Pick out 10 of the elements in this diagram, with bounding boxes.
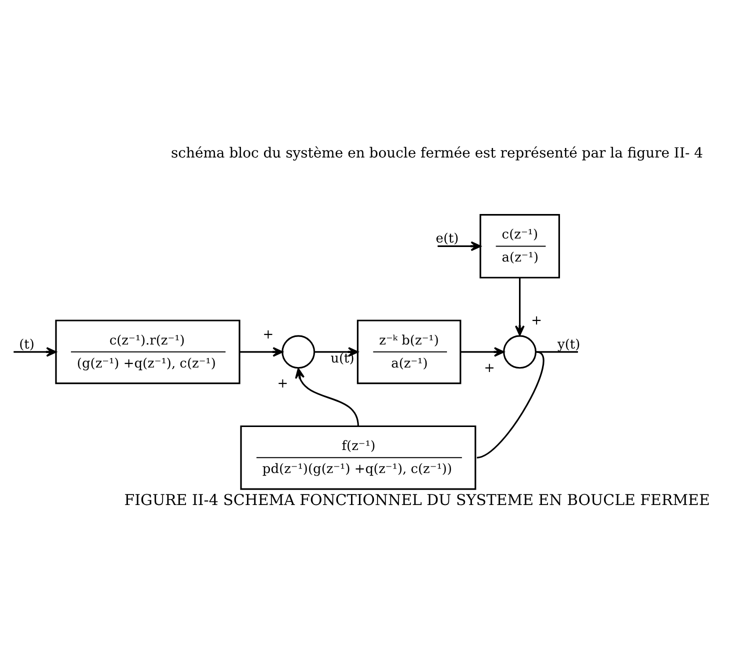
edge-label: e(t)	[436, 231, 459, 246]
caption: FIGURE II-4 SCHEMA FONCTIONNEL DU SYSTEME EN BOUCLE FERMEE	[124, 490, 710, 509]
edge-label: +	[277, 376, 288, 392]
edge-label: +	[531, 312, 542, 328]
edge-label: (t)	[19, 336, 34, 352]
edge-label: y(t)	[558, 336, 580, 352]
label: schéma bloc du système en boucle fermée est représenté par la figure II- 4	[170, 145, 703, 162]
edge-label: +	[262, 327, 274, 342]
edge-label: +	[484, 360, 495, 376]
edge-label: u(t)	[330, 350, 354, 366]
